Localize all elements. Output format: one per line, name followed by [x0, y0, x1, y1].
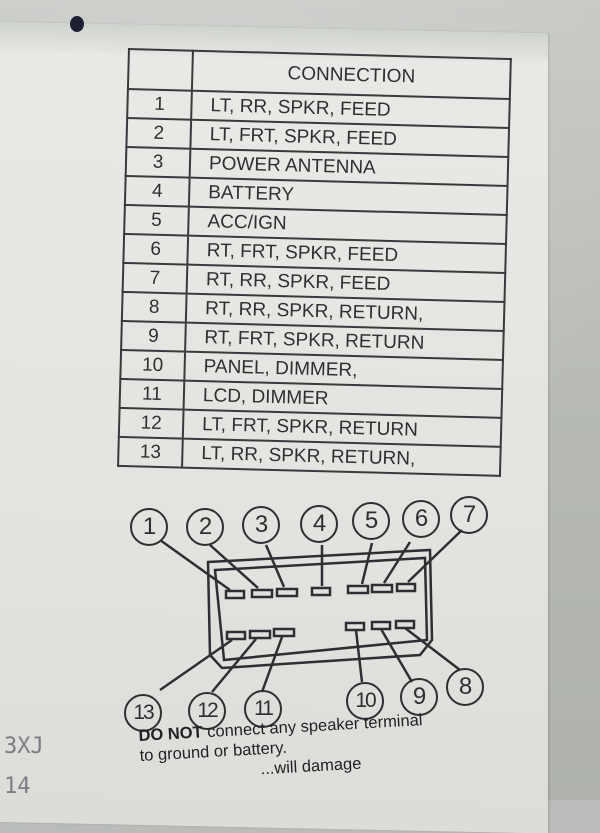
side-mark-3xj: 3XJ — [4, 734, 44, 759]
side-mark-14: 14 — [4, 774, 31, 799]
callout-pin-8: 8 — [446, 668, 484, 706]
callout-pin-1: 1 — [130, 508, 168, 546]
screw-icon — [70, 16, 84, 32]
warning-bold: DO NOT — [138, 723, 204, 745]
callout-pin-7: 7 — [450, 496, 488, 534]
callout-pin-3: 3 — [242, 506, 280, 544]
callout-pin-5: 5 — [352, 502, 390, 540]
callout-pin-9: 9 — [400, 678, 438, 716]
bottom-pin-row — [225, 619, 416, 641]
callout-pin-4: 4 — [300, 505, 338, 543]
connector-diagram: 1 2 3 4 5 6 7 13 12 11 10 9 8 — [124, 496, 488, 732]
connector-outline-svg — [159, 529, 463, 693]
top-pin-row — [224, 582, 417, 600]
callout-pin-10: 10 — [346, 682, 384, 720]
callout-pin-2: 2 — [186, 508, 224, 546]
callout-pin-11: 11 — [244, 690, 282, 728]
callout-pin-12: 12 — [188, 692, 226, 730]
connector-inner-frame — [213, 556, 429, 662]
callout-pin-13: 13 — [124, 694, 162, 732]
callout-pin-6: 6 — [402, 500, 440, 538]
